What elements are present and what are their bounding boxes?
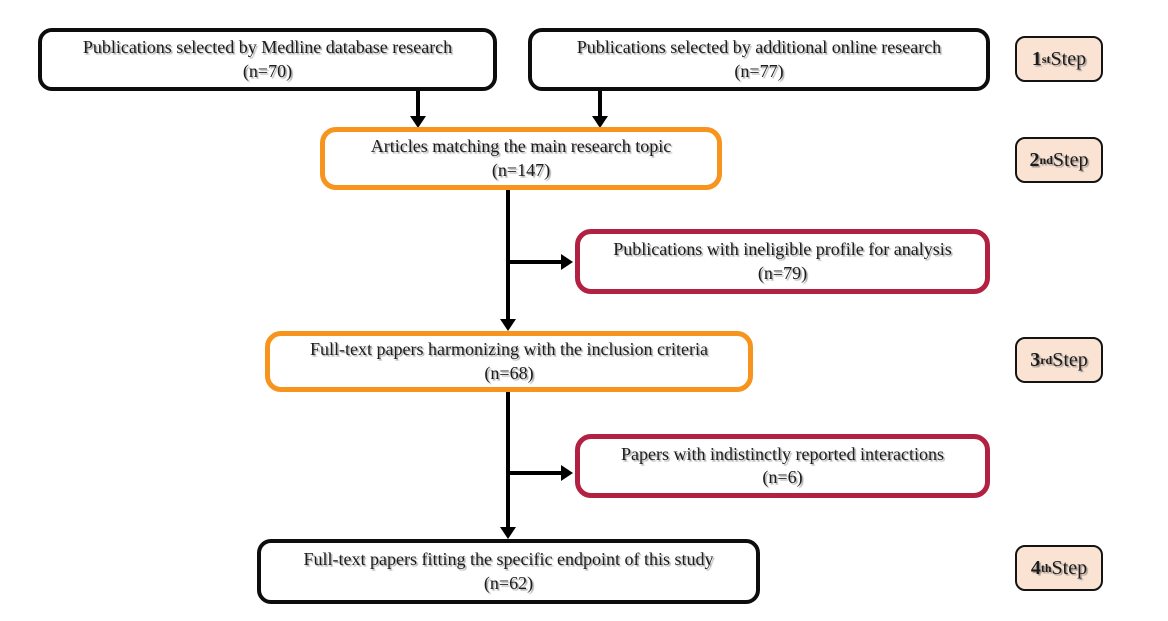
box-endpoint-line1: Full-text papers fitting the specific en… — [303, 549, 714, 570]
step-2-number: 2 — [1029, 148, 1040, 171]
arrow-medline-to-topic-line — [416, 91, 420, 118]
box-online-line1: Publications selected by additional onli… — [576, 37, 942, 58]
step-4-number: 4 — [1030, 556, 1041, 579]
box-medline-publications: Publications selected by Medline databas… — [38, 28, 497, 91]
arrow-topic-to-inclusion-head-icon — [500, 319, 516, 331]
box-endpoint-count: (n=62) — [483, 572, 534, 593]
box-medline-count: (n=70) — [242, 60, 293, 81]
box-inclusion-criteria: Full-text papers harmonizing with the in… — [265, 331, 753, 392]
arrow-topic-to-inclusion-line — [506, 190, 510, 321]
branch-to-ineligible-line — [506, 260, 562, 264]
box-indistinct-interactions: Papers with indistinctly reported intera… — [575, 434, 990, 498]
step-1-number: 1 — [1031, 47, 1042, 70]
box-topic-line1: Articles matching the main research topi… — [370, 136, 672, 157]
branch-to-indistinct-head-icon — [561, 465, 573, 481]
step-1-word: Step — [1050, 47, 1087, 70]
box-indistinct-line1: Papers with indistinctly reported intera… — [621, 443, 944, 464]
arrow-inclusion-to-endpoint-line — [506, 392, 510, 529]
box-online-count: (n=77) — [734, 60, 784, 81]
box-topic-count: (n=147) — [491, 159, 551, 180]
box-online-publications: Publications selected by additional onli… — [528, 28, 990, 91]
step-2-word: Step — [1052, 148, 1089, 171]
arrow-medline-to-topic-head-icon — [410, 116, 426, 128]
box-medline-line1: Publications selected by Medline databas… — [82, 37, 453, 58]
box-indistinct-count: (n=6) — [762, 467, 803, 487]
box-ineligible-count: (n=79) — [757, 262, 808, 283]
branch-to-indistinct-line — [506, 471, 562, 475]
step-4-word: Step — [1051, 556, 1088, 579]
box-inclusion-line1: Full-text papers harmonizing with the in… — [310, 339, 708, 360]
arrow-online-to-topic-line — [598, 91, 602, 118]
box-ineligible-profile: Publications with ineligible profile for… — [575, 229, 990, 294]
step-3-number: 3 — [1030, 348, 1041, 371]
box-matching-topic: Articles matching the main research topi… — [320, 127, 722, 190]
branch-to-ineligible-head-icon — [561, 254, 573, 270]
box-specific-endpoint: Full-text papers fitting the specific en… — [257, 539, 760, 604]
box-inclusion-count: (n=68) — [484, 362, 534, 383]
arrow-online-to-topic-head-icon — [592, 116, 608, 128]
box-ineligible-line1: Publications with ineligible profile for… — [613, 239, 952, 260]
step-3-word: Step — [1052, 348, 1088, 371]
arrow-inclusion-to-endpoint-head-icon — [500, 527, 516, 539]
